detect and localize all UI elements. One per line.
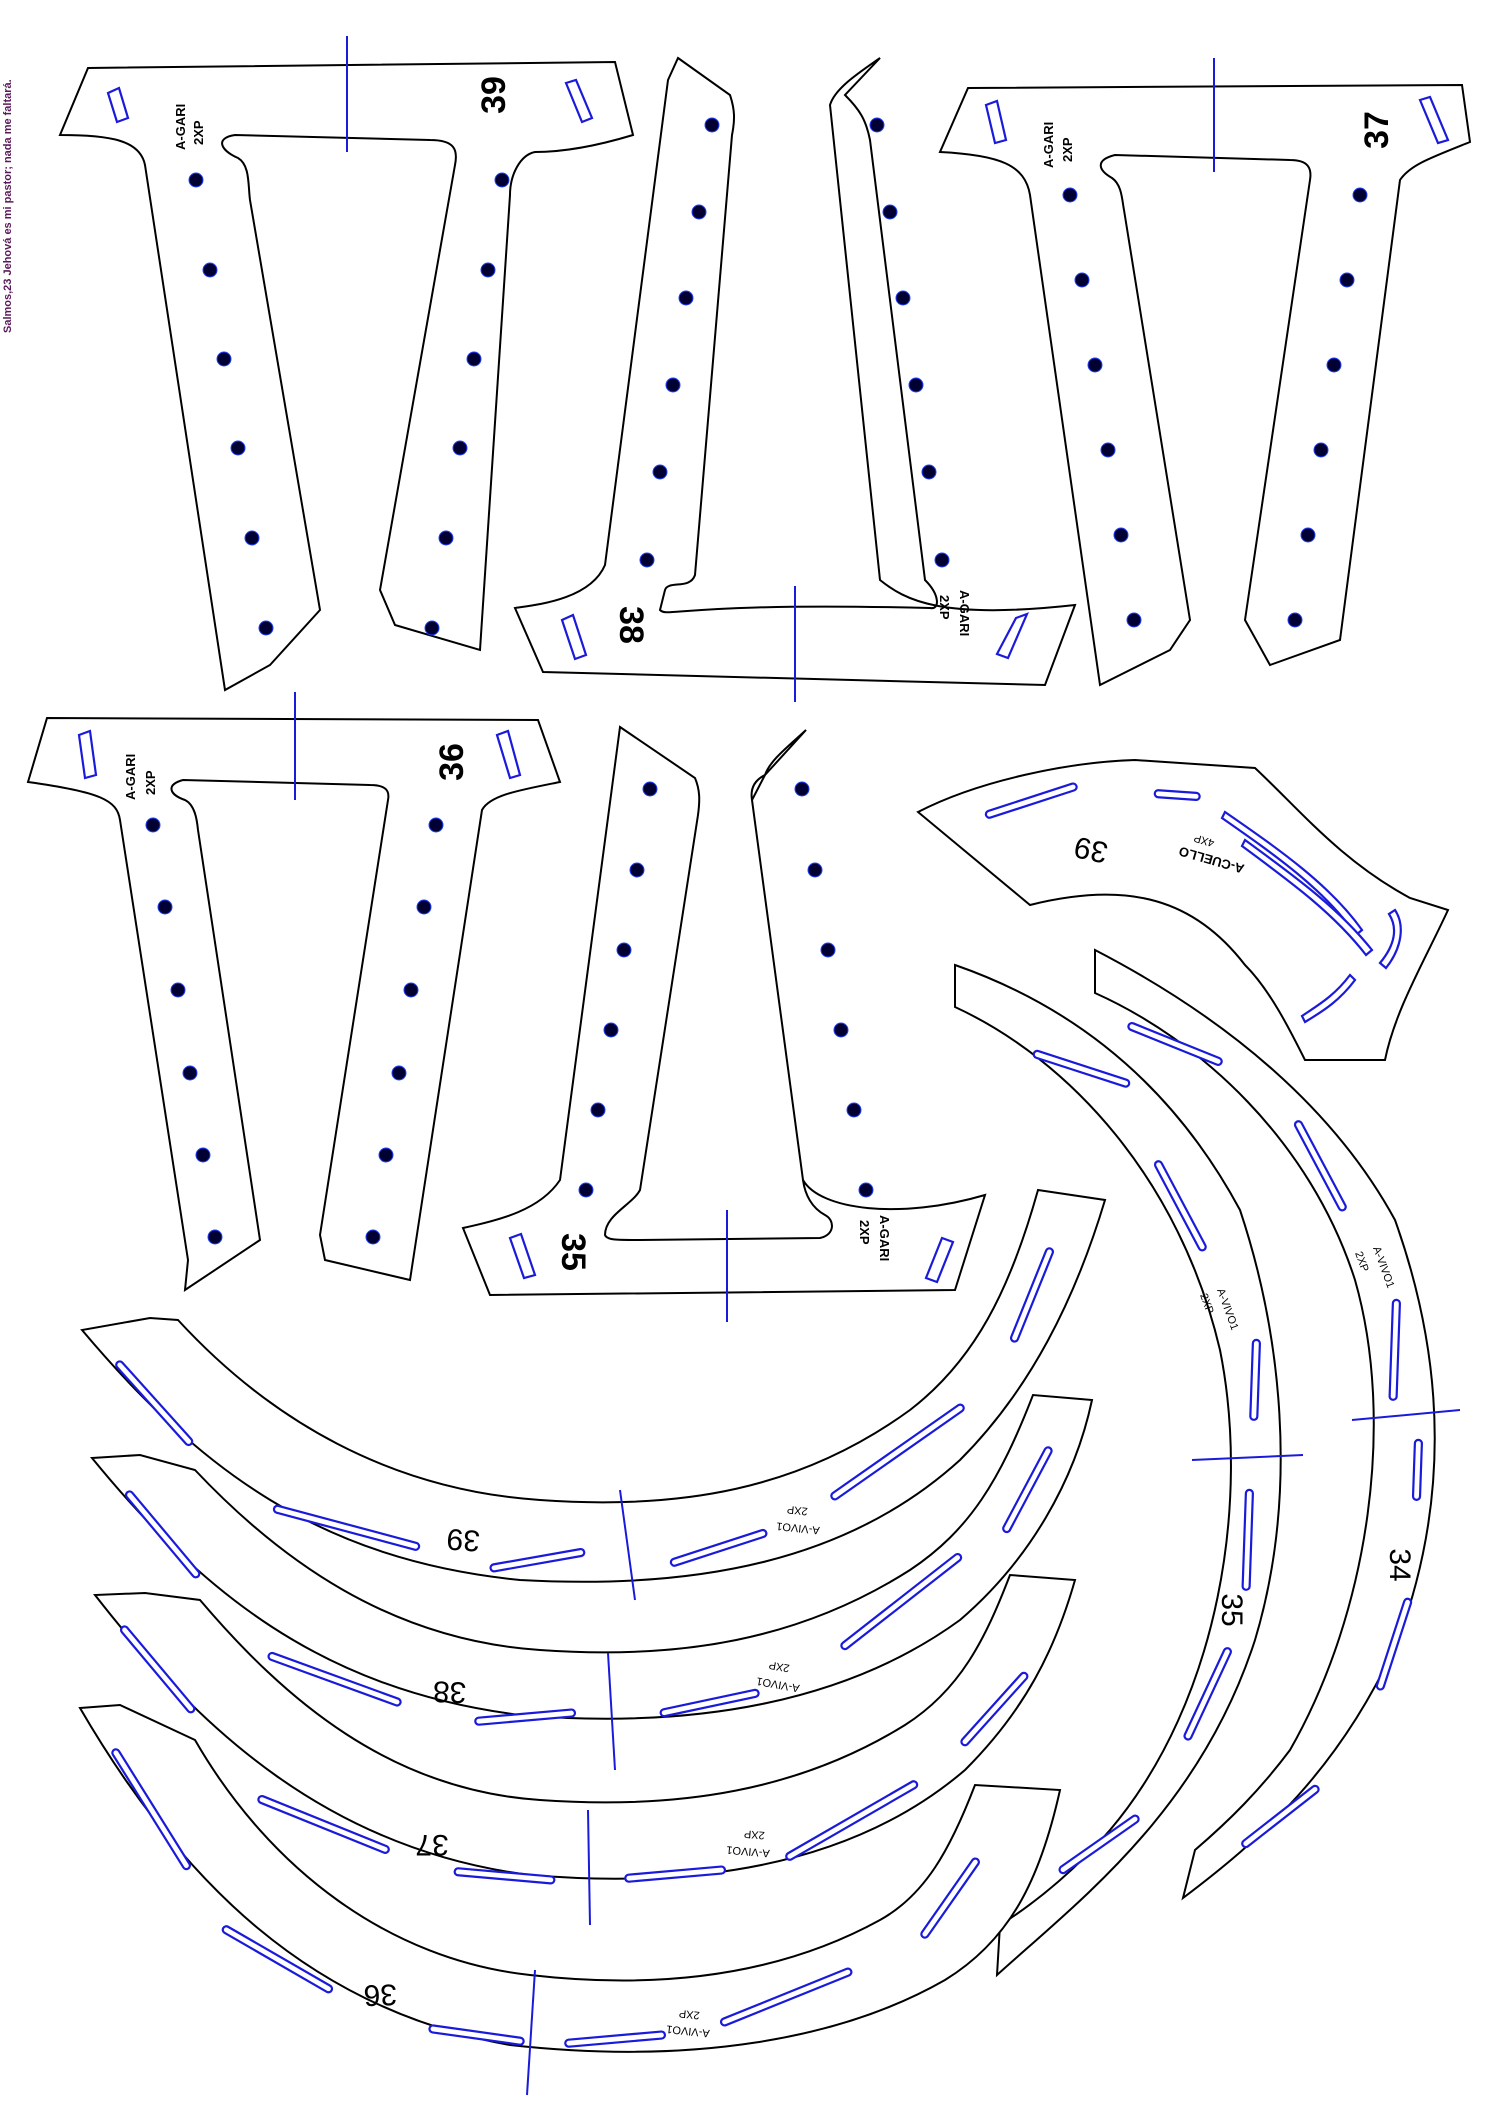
size-label-37: 37 xyxy=(1358,111,1396,149)
qty-label: 2XP xyxy=(743,1827,765,1841)
guide-slot xyxy=(1032,1049,1131,1088)
code-label: A-GARI xyxy=(957,590,972,636)
piece-gari-36[interactable]: 36 A-GARI 2XP xyxy=(26,692,562,1293)
piece-vivo-35[interactable]: 35 A-VIVO1 2XP xyxy=(954,963,1304,1978)
size-label-vivo-39: 39 xyxy=(446,1522,482,1557)
guide-slot xyxy=(1002,1446,1053,1534)
size-label-vivo-37: 37 xyxy=(415,1828,448,1861)
code-label: A-VIVO1 xyxy=(776,1519,820,1535)
guide-slot xyxy=(453,1867,556,1885)
piece-cuello-39[interactable]: 39 A-CUELLO 4XP xyxy=(916,758,1450,1061)
guide-slot xyxy=(1241,1784,1320,1849)
size-label-35: 35 xyxy=(554,1233,592,1271)
size-label-38: 38 xyxy=(612,606,650,644)
code-label: A-VIVO1 xyxy=(726,1843,770,1859)
guide-slot xyxy=(719,1967,853,2027)
guide-slot xyxy=(1009,1247,1054,1343)
size-label-vivo-36: 36 xyxy=(363,1977,398,2011)
guide-slot xyxy=(119,1625,196,1714)
guide-slot xyxy=(257,1794,390,1854)
qty-label: 2XP xyxy=(191,120,206,145)
guide-slot xyxy=(669,1528,768,1567)
piece-gari-39[interactable]: 39 A-GARI 2XP xyxy=(58,36,635,692)
piece-gari-38[interactable]: 38 A-GARI 2XP xyxy=(513,56,1077,702)
size-label-cuello-39: 39 xyxy=(1071,830,1111,869)
guide-slot xyxy=(489,1547,586,1573)
guide-slot xyxy=(267,1651,402,1707)
guide-slot xyxy=(840,1552,963,1651)
guide-slot xyxy=(659,1688,760,1718)
size-label-36: 36 xyxy=(433,743,471,781)
guide-slot xyxy=(1293,1120,1347,1212)
guide-slot xyxy=(920,1857,980,1939)
piece-vivo-37[interactable]: 37 A-VIVO1 2XP xyxy=(93,1573,1077,1926)
piece-vivo-34[interactable]: 34 A-VIVO1 2XP xyxy=(1094,948,1461,1901)
guide-slot xyxy=(115,1360,194,1447)
piece-vivo-39[interactable]: 39 A-VIVO1 2XP xyxy=(80,1188,1107,1601)
qty-label: 2XP xyxy=(678,2007,700,2021)
guide-slot xyxy=(428,2024,525,2046)
guide-slot xyxy=(221,1925,334,1994)
guide-slot xyxy=(564,2030,667,2048)
guide-slot xyxy=(984,782,1078,819)
piece-gari-37[interactable]: 37 A-GARI 2XP xyxy=(938,58,1472,687)
qty-label: 2XP xyxy=(857,1220,872,1245)
qty-label: 2XP xyxy=(143,770,158,795)
code-label: A-VIVO1 xyxy=(666,2022,710,2038)
guide-slot xyxy=(1375,1597,1413,1691)
qty-label: 2XP xyxy=(786,1503,808,1517)
guide-slot xyxy=(272,1504,421,1551)
qty-label: 2XP xyxy=(768,1658,791,1673)
guide-slot xyxy=(785,1780,919,1861)
size-label-39: 39 xyxy=(475,76,513,114)
guide-slot xyxy=(830,1403,965,1501)
code-label: A-GARI xyxy=(123,754,138,800)
guide-slot xyxy=(624,1865,727,1883)
code-label: A-GARI xyxy=(173,104,188,150)
code-label: A-GARI xyxy=(877,1215,892,1261)
guide-slot xyxy=(474,1708,577,1726)
size-label-vivo-34: 34 xyxy=(1383,1548,1416,1581)
piece-gari-35[interactable]: 35 A-GARI 2XP xyxy=(461,725,987,1322)
guide-slot xyxy=(124,1490,201,1579)
guide-slot xyxy=(1241,1488,1254,1591)
size-label-vivo-35: 35 xyxy=(1215,1593,1248,1626)
qty-label: 2XP xyxy=(1060,137,1075,162)
guide-slot xyxy=(960,1671,1029,1747)
piece-vivo-38[interactable]: 38 A-VIVO1 2XP xyxy=(89,1393,1094,1771)
piece-vivo-36[interactable]: 36 A-VIVO1 2XP xyxy=(78,1703,1062,2096)
guide-slot xyxy=(1127,1021,1223,1066)
guide-slot xyxy=(1153,1160,1207,1252)
qty-label: 4XP xyxy=(1193,831,1216,848)
size-label-vivo-38: 38 xyxy=(432,1674,467,1708)
guide-slot xyxy=(1183,1647,1232,1741)
guide-slot xyxy=(1249,1338,1261,1421)
guide-slot xyxy=(1411,1438,1423,1501)
guide-slot xyxy=(1153,789,1201,801)
guide-slot xyxy=(1058,1814,1140,1875)
qty-label: 2XP xyxy=(937,595,952,620)
code-label: A-GARI xyxy=(1041,122,1056,168)
guide-slot xyxy=(1388,1298,1401,1401)
guide-slot xyxy=(111,1748,191,1871)
